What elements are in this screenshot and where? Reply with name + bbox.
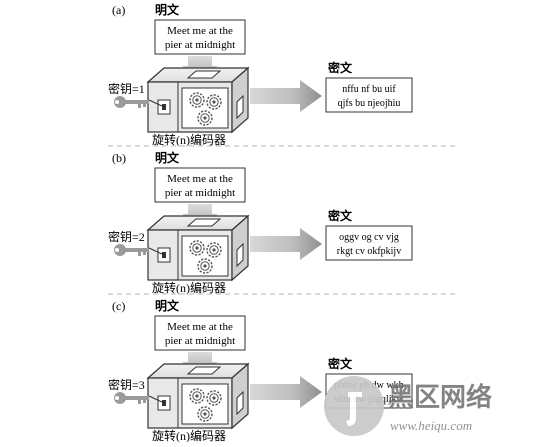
plaintext-box [154,167,246,203]
panel-label: (a) [112,3,125,17]
encoder-label: 旋转(n)编码器 [152,280,226,295]
key-pointer [148,395,163,403]
output-arrow [250,376,322,408]
encoder-label: 旋转(n)编码器 [152,428,226,442]
cipher-panel: (a) 明文 Meet me at the pier at midnight 密钥=1 旋… [108,2,413,147]
key-pointer [148,99,163,107]
ciphertext-box [325,77,413,113]
ciphertext-label: 密文 [328,208,353,223]
plaintext-line: pier at midnight [165,335,235,347]
plaintext-line: pier at midnight [165,187,235,199]
ciphertext-line: oggv og cv vjg [339,232,399,243]
key-icon [114,392,149,404]
watermark-url: www.heiqu.com [390,418,472,433]
plaintext-line: Meet me at the [167,173,233,185]
key-pointer [148,247,163,255]
plaintext-box [154,19,246,55]
cipher-panel: (b) 明文 Meet me at the pier at midnight 密钥=2 旋… [108,145,456,295]
panel-label: (c) [112,299,125,313]
ciphertext-label: 密文 [328,60,353,75]
key-icon [114,244,149,256]
watermark: 黑区网络 www.heiqu.com [324,376,492,436]
output-arrow [250,228,322,260]
ciphertext-box [325,225,413,261]
plaintext-box [154,315,246,351]
key-label: 密钥=3 [108,377,145,392]
ciphertext-line: rkgt cv okfpkijv [337,246,401,257]
panel-label: (b) [112,151,126,165]
plaintext-line: Meet me at the [167,321,233,333]
watermark-title: 黑区网络 [388,382,492,412]
ciphertext-line: qjfs bu njeojhiu [338,98,401,109]
watermark-logo-glyph [346,392,362,426]
plaintext-line: Meet me at the [167,25,233,37]
encoder-label: 旋转(n)编码器 [152,132,226,147]
plaintext-label: 明文 [155,298,180,313]
ciphertext-label: 密文 [328,356,353,371]
key-label: 密钥=2 [108,229,145,244]
encoder-box [148,56,248,132]
plaintext-label: 明文 [155,2,180,17]
plaintext-label: 明文 [155,150,180,165]
encoder-box [148,352,248,428]
plaintext-line: pier at midnight [165,39,235,51]
key-icon [114,96,149,108]
key-label: 密钥=1 [108,81,145,96]
ciphertext-line: nffu nf bu uif [342,84,396,95]
encoder-box [148,204,248,280]
output-arrow [250,80,322,112]
